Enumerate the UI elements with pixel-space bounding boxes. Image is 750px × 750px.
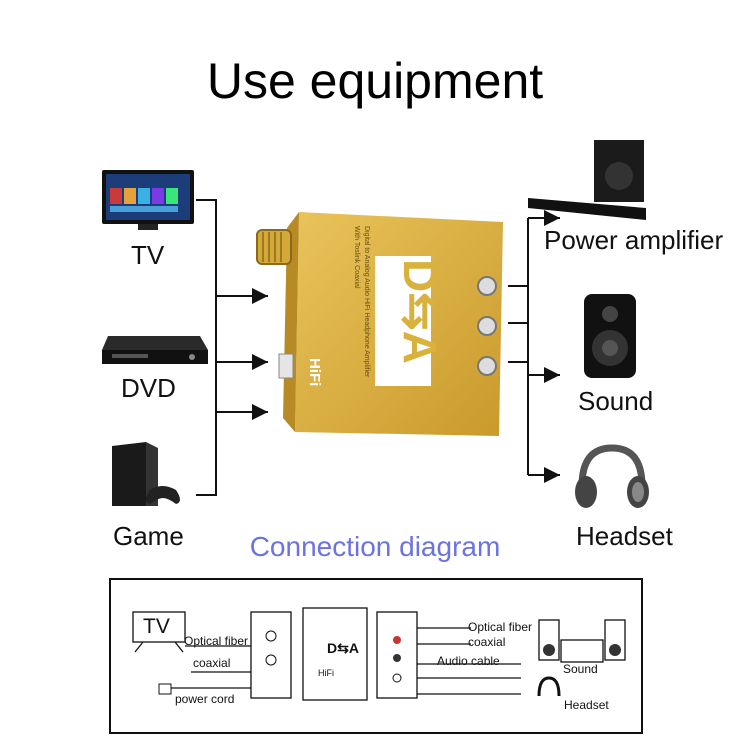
coaxial-port-icon [265,654,277,666]
device-side-text-2: With Toslink Coaxial [353,226,360,289]
dvd-player-icon [102,336,208,364]
schematic-audio-cable: Audio cable [437,654,500,668]
rca-jack-icon [477,316,497,336]
page-title: Use equipment [206,53,544,109]
source-label-tv: TV [131,240,165,270]
optical-port-icon [265,630,277,642]
output-label-power-amplifier: Power amplifier [544,225,724,255]
rca-jack-icon [477,356,497,376]
coaxial-port-icon [278,353,294,379]
schematic-tv-label: TV [143,615,170,638]
game-console-icon [112,442,180,506]
speaker-icon [584,294,636,378]
device-hifi-label: HiFi [306,358,323,387]
schematic-input-panel [250,611,292,699]
rca-red-icon [393,636,401,644]
schematic-headset-icon [537,676,561,697]
left-bus-line [196,199,217,496]
schematic-output-panel [376,611,418,699]
schematic-drawing [132,607,626,701]
headphones-icon [575,444,649,508]
source-label-dvd: DVD [121,373,176,403]
schematic-device-hifi: HiFi [318,668,334,678]
output-label-sound: Sound [578,386,654,416]
schematic-coaxial-left: coaxial [193,656,231,670]
schematic-tv-icon [132,611,186,643]
connection-diagram-heading: Connection diagram [249,531,501,562]
rca-white-icon [393,654,401,662]
volume-knob-icon [256,229,292,265]
headphone-jack-icon [392,673,402,683]
speaker-left-icon [543,644,555,656]
schematic-device-front [302,607,368,701]
tv-icon [102,170,194,230]
power-plug-icon [158,683,172,695]
schematic-sound-label: Sound [563,662,598,676]
device-logo: D⇆A [394,259,446,364]
schematic-power-cord: power cord [175,692,235,706]
schematic-optical-fiber-right: Optical fiber [468,620,533,634]
output-label-headset: Headset [576,521,673,551]
device-logo-panel [375,256,431,386]
schematic-optical-fiber-left: Optical fiber [184,634,249,648]
dac-device [256,212,503,436]
connection-schematic [109,578,643,734]
speaker-right-icon [609,644,621,656]
device-side-text-1: Digital to Analog Audio HiFi Headphone A… [363,226,370,378]
schematic-device-logo: D⇆A [327,640,359,656]
schematic-coaxial-right: coaxial [468,635,506,649]
rca-jack-icon [477,276,497,296]
schematic-headset-label: Headset [564,698,609,712]
soundbar-subwoofer-icon [528,140,646,220]
source-label-game: Game [113,521,184,551]
